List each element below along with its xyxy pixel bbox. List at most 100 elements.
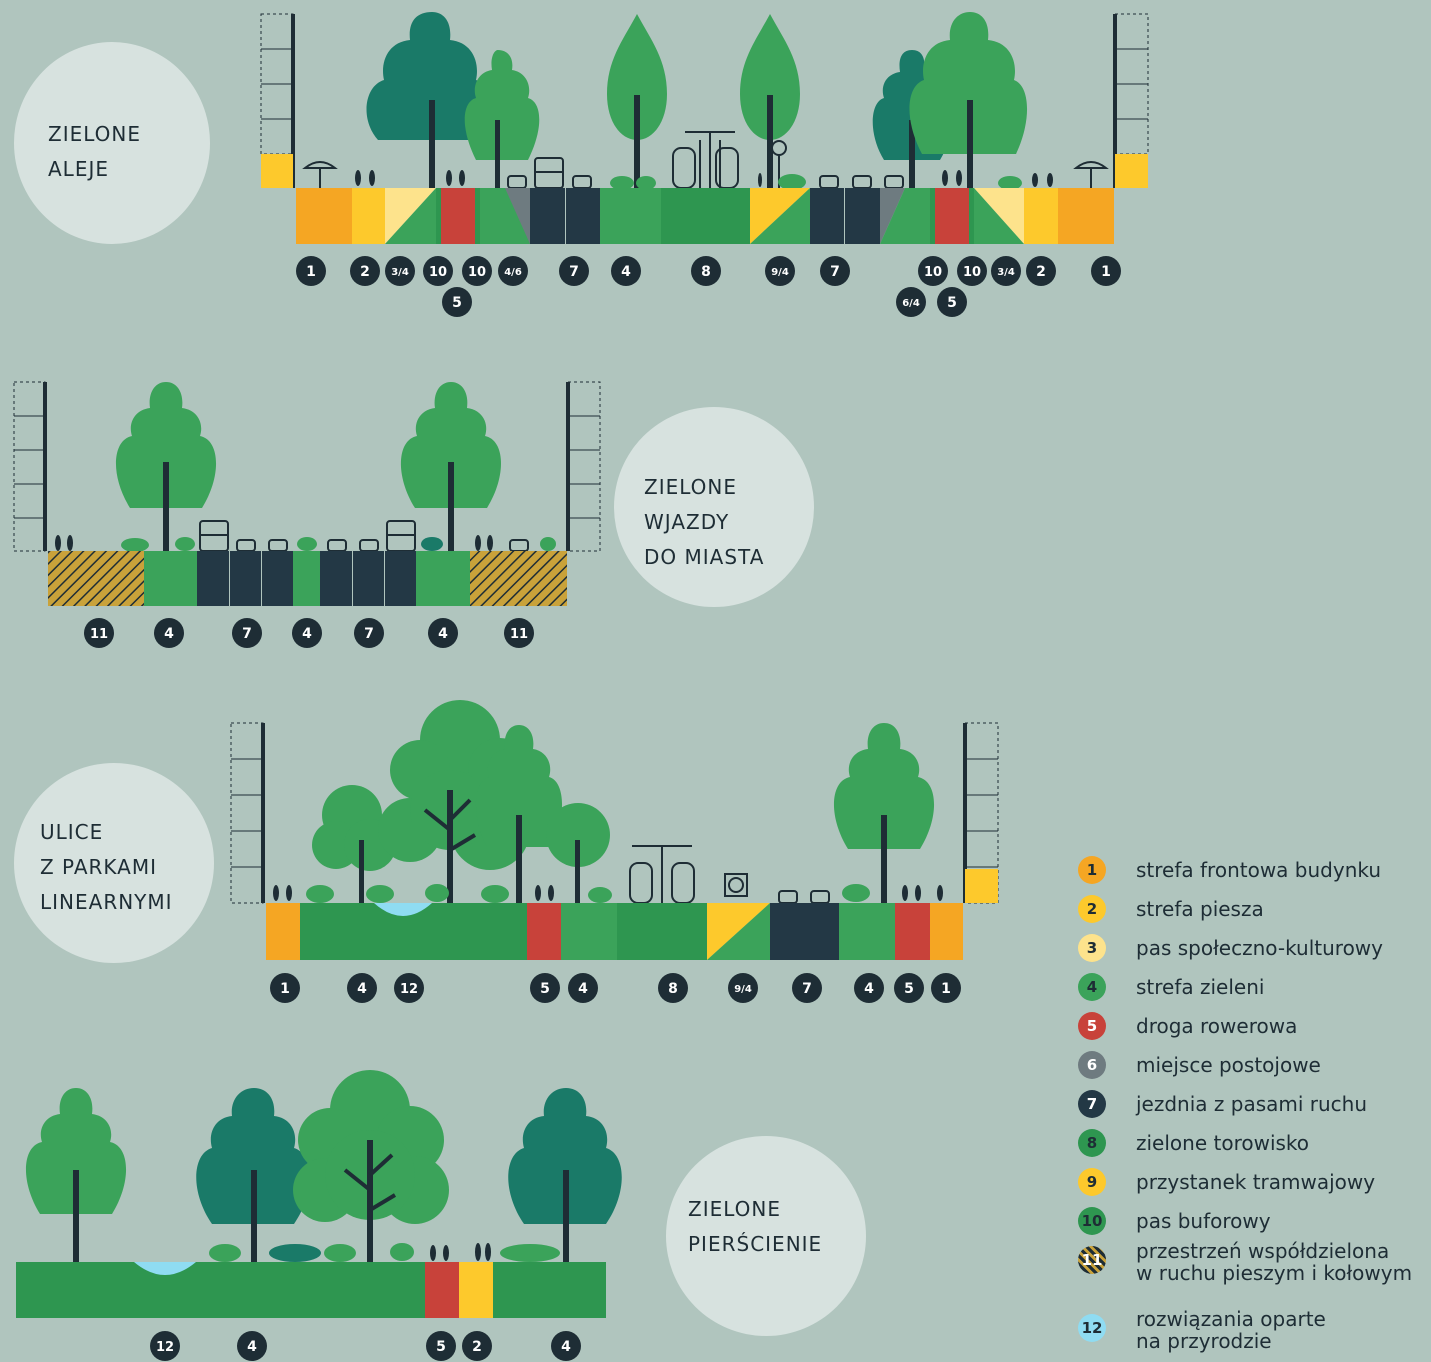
badge-4: 4 xyxy=(237,1331,267,1361)
badge-8: 8 xyxy=(658,973,688,1003)
badge-label: 10 xyxy=(429,265,447,280)
badge-label: 2 xyxy=(360,264,370,280)
badge-6-4: 6/4 xyxy=(896,287,926,317)
tram-icon xyxy=(629,845,695,904)
badge-label: 2 xyxy=(472,1339,482,1355)
legend-badge: 3 xyxy=(1078,934,1106,962)
section-3-strips xyxy=(266,903,963,960)
badge-1: 1 xyxy=(1091,256,1121,286)
badge-label: 9/4 xyxy=(734,984,752,995)
badge-4: 4 xyxy=(428,618,458,648)
badge-7: 7 xyxy=(820,256,850,286)
badge-label: 4 xyxy=(247,1339,257,1355)
badge-label: 10 xyxy=(468,265,486,280)
badge-label: 10 xyxy=(963,265,981,280)
legend-badge: 7 xyxy=(1078,1090,1106,1118)
section-3-badges: 1 4 12 5 4 8 9/4 7 4 5 1 xyxy=(270,973,961,1003)
pedestrians-icon xyxy=(55,535,493,551)
legend-label: miejsce postojowe xyxy=(1136,1053,1321,1077)
badge-3-4: 3/4 xyxy=(385,256,415,286)
badge-10: 10 xyxy=(957,256,987,286)
legend-label: rozwiązania oparte na przyrodzie xyxy=(1136,1308,1326,1352)
legend-label: jezdnia z pasami ruchu xyxy=(1136,1092,1368,1116)
tree-icon xyxy=(909,12,1028,188)
tree-icon xyxy=(740,14,800,188)
badge-10: 10 xyxy=(918,256,948,286)
legend-label-line2: na przyrodzie xyxy=(1136,1329,1272,1353)
section-2-title-line2: WJAZDY xyxy=(644,510,730,534)
legend-badge: 2 xyxy=(1078,895,1106,923)
section-4-badges: 12 4 5 2 4 xyxy=(150,1331,581,1361)
section-3-diagram xyxy=(230,700,999,960)
badge-label: 4 xyxy=(302,626,312,642)
pedestrians-icon xyxy=(430,1243,491,1261)
car-icon xyxy=(236,539,529,552)
tree-icon xyxy=(312,785,396,903)
section-3-title-line1: ULICE xyxy=(40,820,104,844)
badge-5: 5 xyxy=(937,287,967,317)
section-3-title: ULICE Z PARKAMI LINEARNYMI xyxy=(40,815,173,920)
badge-label: 4 xyxy=(578,981,588,997)
tree-icon xyxy=(508,1088,622,1262)
badge-label: 4 xyxy=(357,981,367,997)
badge-label: 3/4 xyxy=(391,267,409,278)
badge-label: 5 xyxy=(540,981,550,997)
badge-label: 12 xyxy=(156,1340,174,1355)
badge-label: 2 xyxy=(1036,264,1046,280)
badge-1: 1 xyxy=(296,256,326,286)
badge-label: 12 xyxy=(400,982,418,997)
legend-label-line1: rozwiązania oparte xyxy=(1136,1307,1326,1331)
badge-4: 4 xyxy=(611,256,641,286)
section-1-title-line1: ZIELONE xyxy=(48,122,142,146)
legend-badge: 1 xyxy=(1078,856,1106,884)
section-1-strips xyxy=(296,188,1114,244)
section-4-title-line1: ZIELONE xyxy=(688,1197,782,1221)
building-right-icon xyxy=(963,722,999,904)
cafe-umbrella-icon xyxy=(302,161,1109,188)
car-icon xyxy=(507,175,904,189)
section-4-circle xyxy=(666,1136,866,1336)
section-1-badges: 1 2 3/4 10 5 10 4/6 7 4 8 9/4 7 6/4 10 5… xyxy=(296,256,1121,317)
badge-5: 5 xyxy=(426,1331,456,1361)
badge-label: 1 xyxy=(280,981,290,997)
bush-icon xyxy=(421,537,443,551)
badge-11: 11 xyxy=(504,618,534,648)
badge-3-4: 3/4 xyxy=(991,256,1021,286)
building-right-icon xyxy=(566,381,601,552)
section-2-title: ZIELONE WJAZDY DO MIASTA xyxy=(644,470,764,575)
badge-1: 1 xyxy=(931,973,961,1003)
badge-10: 10 xyxy=(462,256,492,286)
bus-icon xyxy=(534,157,564,189)
bush-icon xyxy=(209,1243,560,1262)
badge-label: 7 xyxy=(364,626,374,642)
tree-icon xyxy=(546,803,610,903)
badge-label: 7 xyxy=(569,264,579,280)
section-3-title-line2: Z PARKAMI xyxy=(40,855,158,879)
legend-label: strefa zieleni xyxy=(1136,975,1265,999)
section-3-title-line3: LINEARNYMI xyxy=(40,890,173,914)
section-2-title-line1: ZIELONE xyxy=(644,475,738,499)
badge-label: 7 xyxy=(242,626,252,642)
bush-icon xyxy=(269,1244,321,1262)
legend-badge: 6 xyxy=(1078,1051,1106,1079)
legend-label: przestrzeń współdzielona w ruchu pieszym… xyxy=(1136,1240,1412,1284)
tree-icon xyxy=(607,14,667,188)
badge-label: 5 xyxy=(947,295,957,311)
badge-label: 9/4 xyxy=(771,267,789,278)
legend-badge: 10 xyxy=(1078,1207,1106,1235)
pedestrians-icon xyxy=(355,170,1053,187)
badge-label: 4 xyxy=(561,1339,571,1355)
tree-icon xyxy=(464,50,540,188)
legend-label-line1: przestrzeń współdzielona xyxy=(1136,1239,1390,1263)
building-left-icon xyxy=(13,381,47,552)
tree-icon xyxy=(293,1070,449,1262)
legend-badge: 9 xyxy=(1078,1168,1106,1196)
badge-4: 4 xyxy=(551,1331,581,1361)
bush-icon xyxy=(121,537,556,552)
bush-icon xyxy=(610,174,1022,190)
tree-icon xyxy=(366,12,494,188)
badge-4-6: 4/6 xyxy=(498,256,528,286)
badge-7: 7 xyxy=(354,618,384,648)
tram-stop-sign-icon xyxy=(724,873,748,897)
section-1-circle xyxy=(14,42,210,244)
